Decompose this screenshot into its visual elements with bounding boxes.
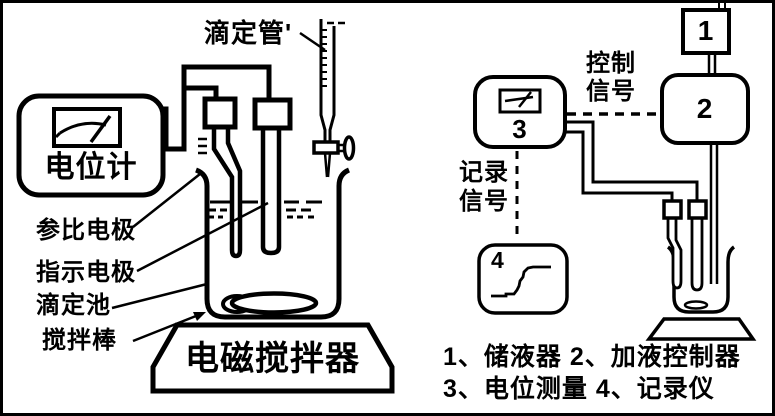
- label-titration-cell: 滴定池: [36, 292, 111, 319]
- vessel-stir-bar: [683, 300, 709, 310]
- delivery-tube: [709, 143, 719, 284]
- magnetic-stirrer-label: 电磁搅拌器: [185, 340, 360, 378]
- stir-bar: [221, 291, 319, 315]
- meter-icon: [52, 107, 122, 148]
- potential-measurement-box: [473, 75, 567, 149]
- titration-cell-beaker: [195, 167, 351, 320]
- burette-tip: [323, 152, 332, 178]
- control-signal-label-line1: 控制: [586, 50, 636, 77]
- measurement-wires: [565, 120, 699, 202]
- stir-bar-leader: [132, 312, 202, 343]
- sigmoid-curve-icon: [491, 265, 551, 298]
- label-indicator-electrode: 指示电极: [36, 259, 136, 286]
- potentiometer-label: 电位计: [44, 151, 138, 184]
- titration-cell-leader: [111, 282, 208, 310]
- box1-number: 1: [697, 15, 715, 46]
- magnetic-stirrer-body: [150, 322, 395, 394]
- control-signal-label-line2: 信号: [586, 78, 636, 105]
- legend-line-2: 3、电位测量 4、记录仪: [443, 375, 715, 403]
- vessel-base: [645, 317, 757, 341]
- reference-electrode: [198, 96, 243, 259]
- leader-lines: [111, 31, 326, 343]
- burette-graduations: [321, 29, 327, 87]
- burette-leader: [299, 31, 326, 52]
- reservoir-vent: [718, 2, 726, 10]
- electrode-wires: [160, 64, 272, 152]
- reservoir-box: [681, 2, 731, 55]
- indicator-electrode-leader: [136, 201, 269, 273]
- burette: [312, 19, 356, 178]
- arrow-head-icon: [193, 312, 206, 321]
- label-stir-bar: 搅拌棒: [42, 327, 117, 354]
- dosing-controller-box: [660, 73, 750, 145]
- vessel-electrodes: [662, 199, 708, 292]
- burette-label: 滴定管': [204, 18, 293, 48]
- record-signal-label-line1: 记录: [459, 159, 509, 186]
- potentiometer-box: [16, 93, 166, 198]
- reference-electrode-leader: [132, 173, 201, 228]
- indicator-electrode: [252, 97, 293, 256]
- liquid-level-dashes: [209, 200, 322, 219]
- box3-number: 3: [512, 114, 528, 144]
- box4-number: 4: [491, 247, 505, 273]
- box2-number: 2: [696, 93, 714, 124]
- legend-line-1: 1、储液器 2、加液控制器: [443, 343, 741, 371]
- reservoir-connector: [707, 53, 717, 75]
- recorder-box: [477, 243, 569, 315]
- electrode-junction-ticks: [198, 137, 207, 155]
- stopcock: [312, 135, 356, 161]
- label-reference-electrode: 参比电极: [36, 217, 136, 244]
- record-signal-label-line2: 信号: [459, 188, 509, 215]
- small-meter-icon: [498, 88, 542, 114]
